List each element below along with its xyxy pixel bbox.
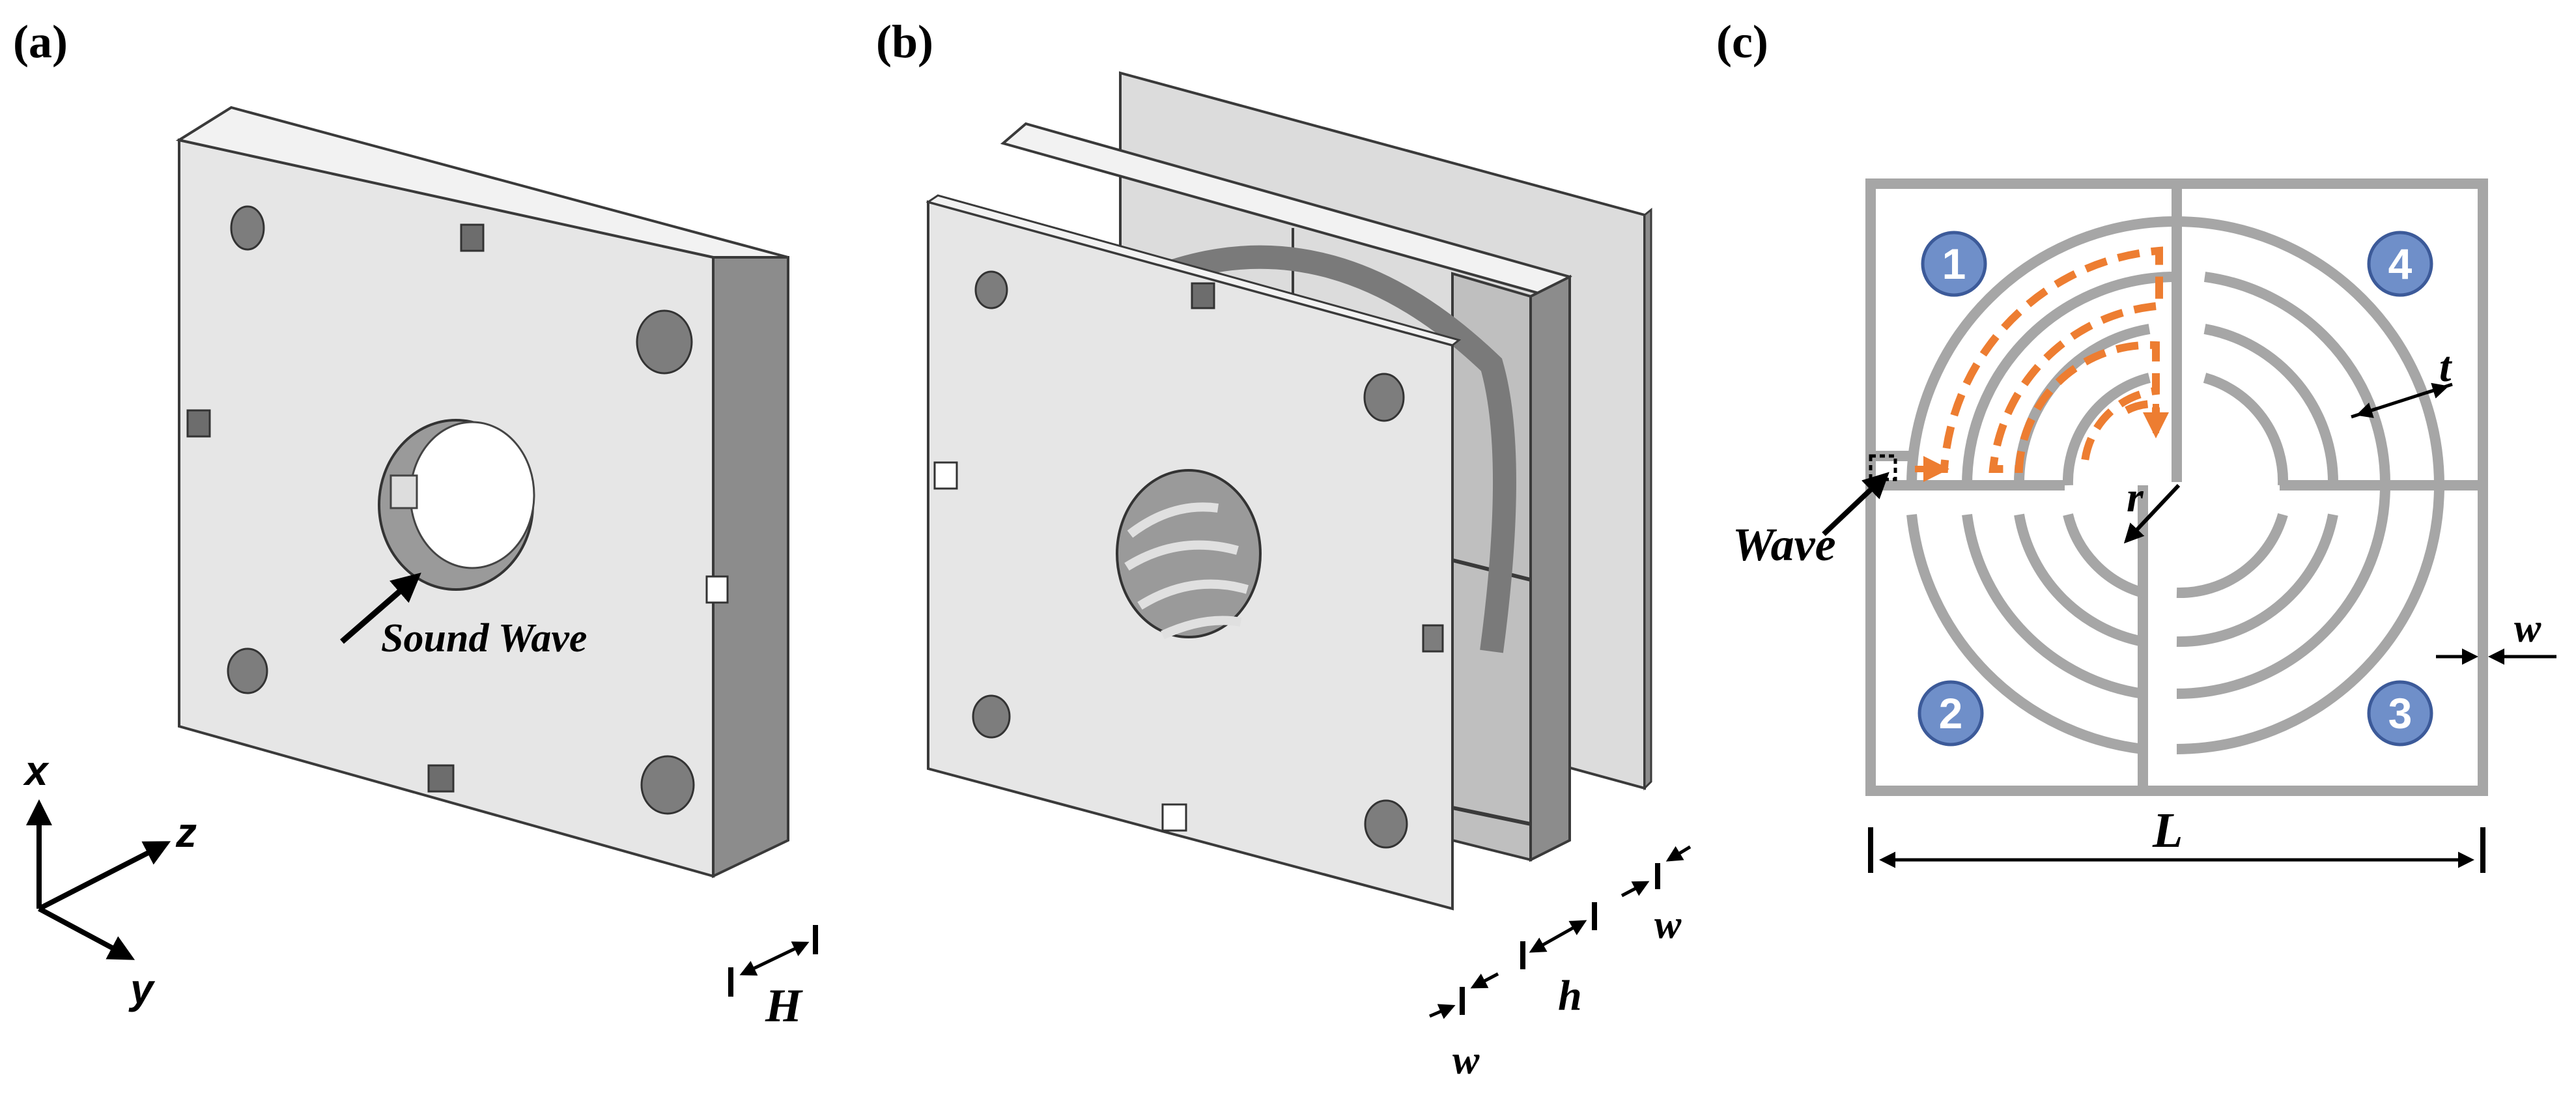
maze-arc: [1906, 514, 2144, 754]
bolt-hole: [1363, 373, 1405, 422]
dim-arrow: [1529, 920, 1587, 953]
panel-b: (b): [876, 16, 1691, 1083]
dim-arrow: [1621, 881, 1650, 898]
dimension-r-label: r: [2127, 474, 2144, 521]
dim-arrow: [739, 941, 810, 976]
badge-number: 1: [1942, 240, 1966, 288]
square-notch: [1422, 624, 1444, 653]
maze-arc: [2014, 513, 2144, 647]
middle-frame: [1000, 122, 1572, 862]
inlet-marker: [1869, 454, 1897, 481]
bolt-hole: [636, 309, 693, 375]
sound-wave-arrow: [340, 573, 421, 644]
maze-arc: [2176, 513, 2288, 599]
panel-c: (c): [1716, 16, 2556, 873]
maze-arc: [2176, 485, 2390, 699]
maze-unit-cell: [1865, 178, 2488, 796]
badge-circle: [1918, 680, 1984, 747]
square-notch: [1161, 803, 1187, 832]
dim-arrow: [2356, 402, 2378, 418]
dimension-h: h: [1520, 902, 1597, 1019]
panel-c-label: (c): [1716, 16, 1768, 68]
square-notch: [1191, 282, 1215, 309]
quadrant-badge-1: 1: [1921, 231, 1987, 297]
dim-r-arrow: [2123, 483, 2181, 544]
maze-arc: [2176, 485, 2444, 754]
square-notch: [933, 461, 958, 490]
front-plate-top: [926, 194, 1462, 347]
maze-arc: [1962, 513, 2144, 699]
maze-arc: [2203, 324, 2339, 486]
badge-number: 3: [2388, 689, 2413, 737]
maze-arc: [1906, 216, 2177, 486]
dimension-w-back: w: [1621, 845, 1691, 947]
badge-number: 2: [1939, 689, 1963, 737]
dim-arrow: [1470, 972, 1499, 989]
wave-arrow: [1822, 472, 1890, 536]
panel-a: (a) Sound Wave H: [13, 16, 818, 1032]
maze-ring-side: [1162, 245, 1516, 653]
quadrant-badge-4: 4: [2367, 231, 2433, 297]
y-axis-label: y: [128, 965, 156, 1012]
maze-arc: [2203, 373, 2289, 486]
z-axis-label: z: [175, 809, 197, 856]
maze-arc: [1962, 271, 2177, 486]
wave-label: Wave: [1733, 519, 1836, 571]
back-plate-edge: [1643, 207, 1652, 791]
maze-arc: [2176, 513, 2338, 647]
bolt-hole: [230, 205, 265, 251]
badge-circle: [2367, 680, 2433, 747]
dimension-H-label: H: [765, 980, 803, 1032]
maze-arc: [2062, 373, 2151, 486]
bolt-hole: [974, 270, 1008, 309]
plate-a-side: [712, 256, 789, 879]
maze-arc: [2063, 513, 2145, 598]
x-axis-label: x: [23, 747, 50, 794]
dimension-h-label: h: [1558, 972, 1582, 1019]
square-notch: [427, 764, 455, 793]
square-notch: [460, 223, 485, 252]
dim-arrow: [1429, 1004, 1456, 1019]
frame-rib: [1452, 806, 1531, 826]
front-plate: [926, 194, 1462, 911]
y-axis-arrow: [38, 906, 135, 960]
dimension-w-front: w: [1429, 972, 1499, 1083]
z-axis-arrow: [38, 841, 171, 911]
sound-wave-label: Sound Wave: [381, 616, 587, 661]
bolt-hole: [227, 647, 268, 694]
panel-b-label: (b): [876, 16, 933, 68]
dimension-t-label: t: [2439, 343, 2452, 391]
dimension-w-label: w: [1654, 903, 1682, 947]
bolt-hole: [972, 694, 1011, 739]
badge-circle: [1921, 231, 1987, 297]
square-notch: [705, 575, 729, 604]
square-notch: [186, 409, 211, 438]
opening-through: [409, 421, 535, 569]
bolt-hole: [1364, 799, 1408, 849]
badge-number: 4: [2388, 240, 2413, 288]
badge-circle: [2367, 231, 2433, 297]
frame-side: [1529, 274, 1571, 862]
dimension-L-label: L: [2152, 803, 2183, 858]
maze-walls-visible: [1124, 502, 1249, 640]
central-opening: [1116, 469, 1262, 638]
sound-flow-path: [1931, 246, 2163, 473]
inner-notch: [389, 474, 418, 509]
maze-arc: [2176, 216, 2444, 486]
dim-arrow: [2426, 382, 2449, 399]
plate-a: [175, 106, 789, 879]
panel-a-label: (a): [13, 16, 68, 68]
dimension-w-label: w: [1452, 1038, 1480, 1083]
dimension-H: H: [728, 925, 818, 1032]
coordinate-axes: x z y: [23, 747, 197, 1012]
maze-arc: [2203, 272, 2391, 486]
dimension-w-label: w: [2514, 606, 2541, 651]
quadrant-badge-2: 2: [1918, 680, 1984, 747]
quadrant-badge-3: 3: [2367, 680, 2433, 747]
dim-arrow: [1665, 845, 1691, 862]
bolt-hole: [640, 755, 695, 815]
